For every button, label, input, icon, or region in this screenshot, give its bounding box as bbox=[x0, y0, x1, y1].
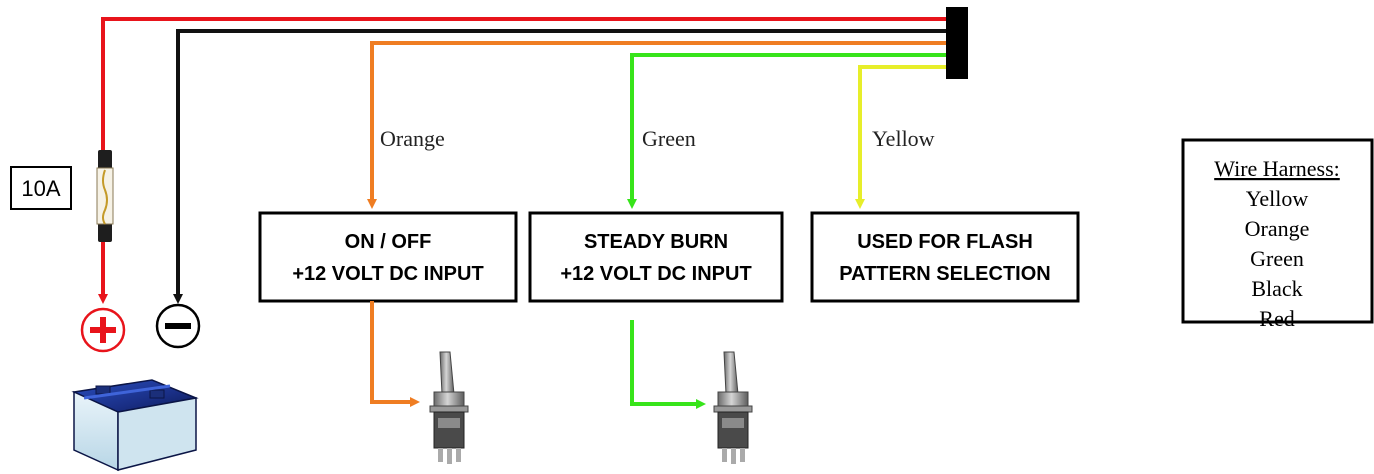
legend-item-yellow: Yellow bbox=[1246, 186, 1309, 211]
flash-pattern-box: USED FOR FLASH PATTERN SELECTION bbox=[810, 211, 1080, 303]
yellow-wire bbox=[855, 65, 946, 209]
orange-wire-label: Orange bbox=[380, 126, 445, 151]
steady-burn-input-box: STEADY BURN +12 VOLT DC INPUT bbox=[528, 211, 784, 303]
steady-box-line2: +12 VOLT DC INPUT bbox=[560, 263, 751, 285]
legend-item-green: Green bbox=[1250, 246, 1304, 271]
fuse-rating-box bbox=[10, 166, 72, 210]
orange-wire bbox=[367, 41, 946, 209]
steady-box-line1: STEADY BURN bbox=[584, 231, 728, 253]
legend-item-red: Red bbox=[1259, 306, 1294, 331]
onoff-box-line2: +12 VOLT DC INPUT bbox=[292, 263, 483, 285]
onoff-input-box: ON / OFF +12 VOLT DC INPUT bbox=[258, 211, 518, 303]
orange-wire-to-switch bbox=[370, 301, 420, 407]
battery-icon bbox=[71, 379, 199, 472]
harness-connector bbox=[946, 7, 968, 79]
fuse-rating: 10A bbox=[21, 176, 60, 201]
yellow-wire-label: Yellow bbox=[872, 126, 935, 151]
flash-box-line1: USED FOR FLASH bbox=[857, 231, 1033, 253]
red-wire bbox=[101, 17, 946, 155]
toggle-switch-icon bbox=[713, 351, 753, 464]
legend-item-black: Black bbox=[1251, 276, 1302, 301]
green-wire-label: Green bbox=[642, 126, 696, 151]
legend-title: Wire Harness: bbox=[1214, 156, 1340, 181]
onoff-box-line1: ON / OFF bbox=[345, 231, 432, 253]
minus-terminal-icon bbox=[155, 303, 201, 349]
flash-box-line2: PATTERN SELECTION bbox=[839, 263, 1050, 285]
green-wire-to-switch bbox=[630, 320, 706, 409]
black-wire bbox=[173, 29, 946, 304]
green-wire bbox=[627, 53, 946, 209]
legend-item-orange: Orange bbox=[1245, 216, 1310, 241]
fuse-icon bbox=[96, 150, 114, 242]
wire-harness-legend: Wire Harness: Yellow Orange Green Black … bbox=[1181, 138, 1374, 331]
toggle-switch-icon bbox=[429, 351, 469, 464]
plus-terminal-icon bbox=[80, 307, 126, 353]
